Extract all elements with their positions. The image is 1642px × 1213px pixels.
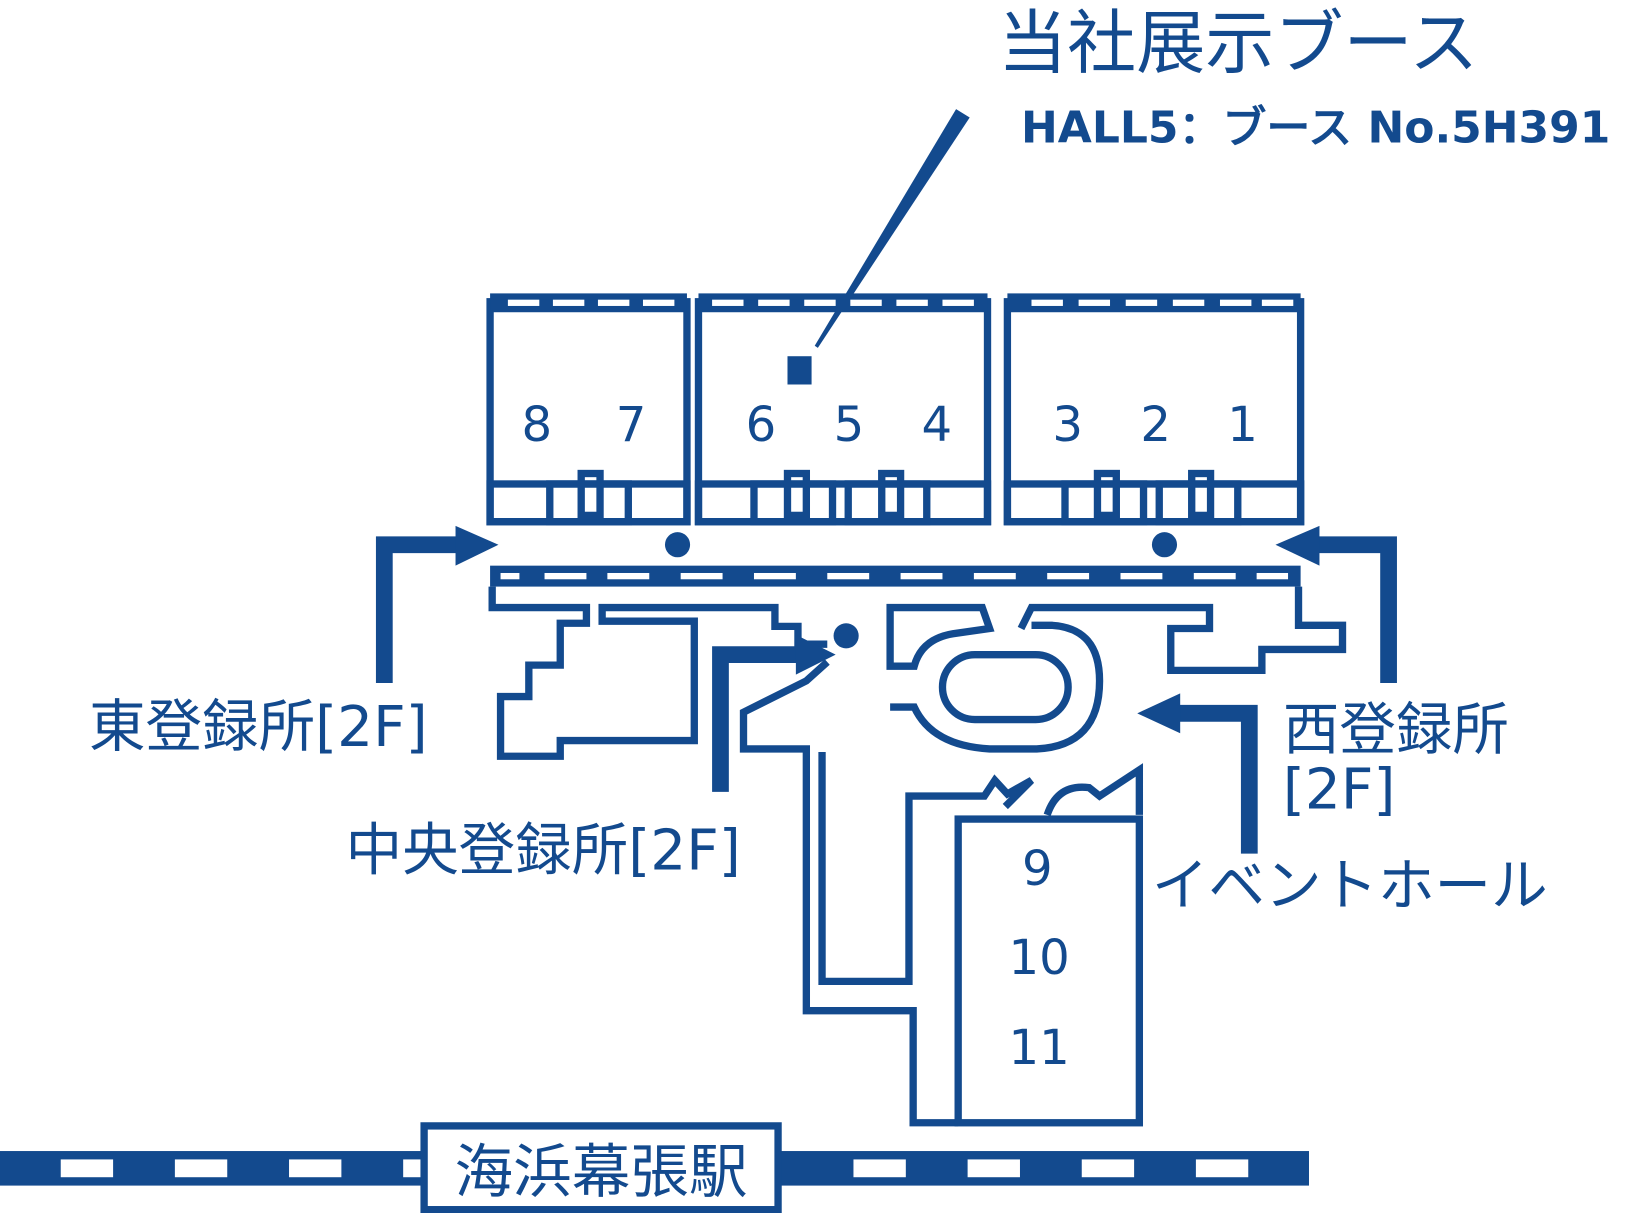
hall-number: 5 <box>834 397 865 453</box>
hall-number: 2 <box>1140 397 1171 453</box>
east-entry-arrow <box>375 525 499 683</box>
booth-marker <box>787 356 812 385</box>
hall-number: 7 <box>616 397 647 453</box>
hall-number: 1 <box>1227 397 1258 453</box>
hall-6-5-4 <box>694 293 992 526</box>
booth-pointer <box>814 109 970 348</box>
hall-8-7 <box>486 293 691 526</box>
east-registration-label: 東登録所[2F] <box>89 695 428 760</box>
hall-number: 6 <box>746 397 777 453</box>
west-registration-arrow <box>1137 693 1258 854</box>
entrance-dot <box>1151 532 1178 558</box>
hall-number: 9 <box>1022 841 1053 897</box>
west-registration-label: 西登録所 <box>1283 698 1509 763</box>
entrance-dot <box>833 623 859 649</box>
hall-number: 4 <box>922 397 953 453</box>
hall-roof-dashes <box>507 299 1294 306</box>
event-hall-label: イベントホール <box>1152 854 1548 919</box>
station: 海浜幕張駅 <box>420 1122 782 1213</box>
west-registration-floor: [2F] <box>1283 758 1396 823</box>
west-entry-arrow <box>1275 525 1397 683</box>
hall-number: 8 <box>522 397 553 453</box>
map-title: 当社展示ブース <box>998 4 1478 84</box>
hall-number: 11 <box>1008 1020 1069 1076</box>
concourse <box>488 565 1347 1127</box>
hall-number: 3 <box>1052 397 1083 453</box>
central-registration-label: 中央登録所[2F] <box>346 818 741 883</box>
event-hall <box>954 815 1144 1127</box>
booth-number: HALL5：ブース No.5H391 <box>1021 103 1610 154</box>
oval-plaza <box>938 651 1072 724</box>
station-label: 海浜幕張駅 <box>455 1138 748 1206</box>
entrance-dot <box>664 532 691 558</box>
hall-number: 10 <box>1008 930 1069 986</box>
central-entry-arrow <box>712 634 836 792</box>
